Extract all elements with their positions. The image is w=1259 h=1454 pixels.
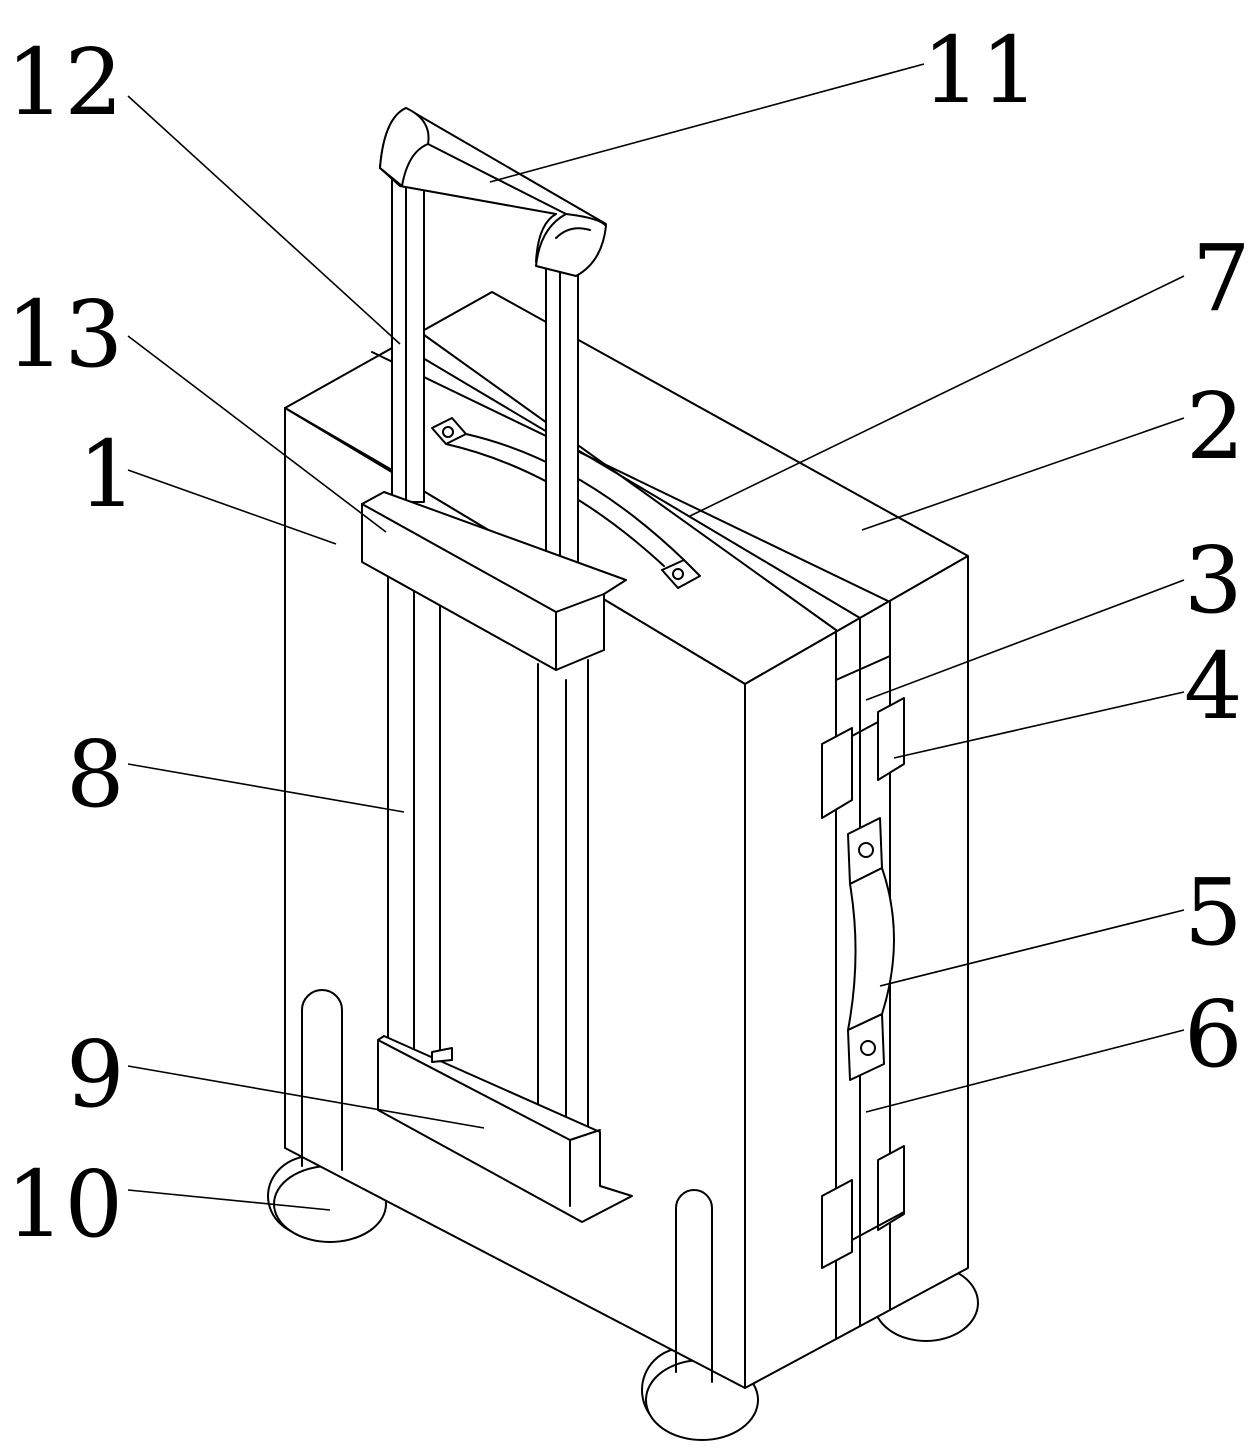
label-5: 5: [1184, 859, 1243, 966]
leader-lines: [127, 63, 1185, 1211]
label-9: 9: [66, 1021, 125, 1128]
telescopic-rod-assembly: [391, 171, 579, 593]
reference-numerals: 12 11 13 1 7 2 3 4 8 5 6 9 10: [6, 17, 1251, 1258]
label-7: 7: [1192, 225, 1251, 332]
label-3: 3: [1184, 527, 1243, 634]
front-slots: [301, 989, 713, 1383]
label-11: 11: [922, 17, 1039, 124]
label-2: 2: [1186, 373, 1245, 480]
telescopic-rail-assembly: [387, 573, 589, 1131]
label-4: 4: [1184, 633, 1243, 740]
top-rail-mount: [361, 491, 627, 671]
lower-latch: [821, 1145, 905, 1269]
label-10: 10: [6, 1151, 123, 1258]
label-8: 8: [66, 721, 125, 828]
trolley-handle-grip: [379, 107, 607, 277]
label-6: 6: [1184, 981, 1243, 1088]
label-13: 13: [6, 281, 123, 388]
side-carry-handle: [847, 817, 895, 1081]
upper-latch: [821, 697, 905, 819]
label-12: 12: [6, 29, 123, 136]
label-1: 1: [78, 421, 137, 528]
bottom-rail-mount: [377, 1035, 633, 1223]
case-body: [284, 291, 969, 1389]
